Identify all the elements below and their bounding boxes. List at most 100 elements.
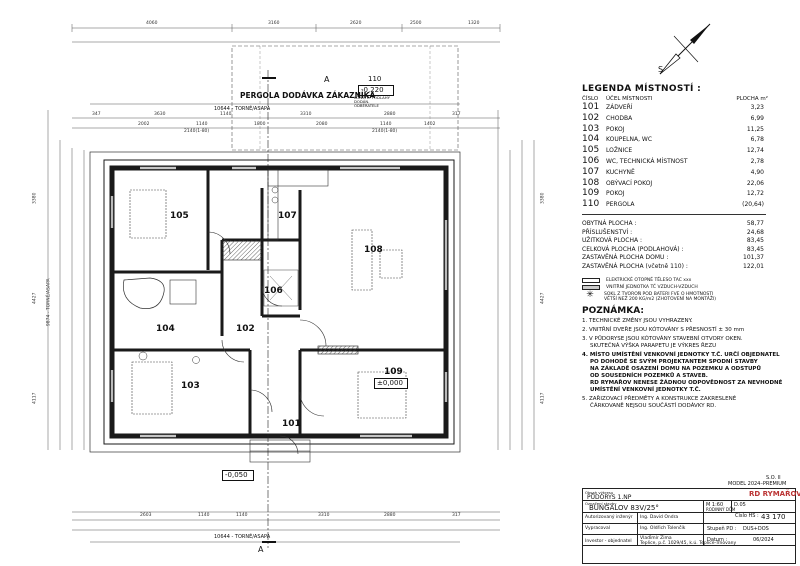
scale-value: M 1:60	[706, 502, 724, 508]
room-109: 109	[384, 367, 403, 377]
note-4: 4. MÍSTO UMÍSTĚNÍ VENKOVNÍ JEDNOTKY T.Č.…	[582, 351, 780, 358]
legend-col-num: ČÍSLO	[582, 96, 599, 102]
dim-bottom-2: 1140	[198, 513, 210, 518]
note-4d: OD SOUSEDNÍCH POZEMKŮ A STAVEB.	[590, 372, 708, 379]
notes-title: POZNÁMKA:	[582, 305, 644, 316]
note-1: 1. TECHNICKÉ ZMĚNY JSOU VYHRAZENY.	[582, 317, 693, 324]
investor-label: Investor - objednatel	[585, 539, 632, 544]
autor-label: Autorizovaný inženýr	[585, 515, 633, 520]
dim-top-5: 1320	[468, 21, 480, 26]
dim-bottom-3: 1140	[236, 513, 248, 518]
dim-left-2: 4427	[32, 292, 38, 304]
obsah-value: PŮDORYS 1.NP	[587, 494, 632, 501]
sum-row: UŽITKOVÁ PLOCHA :83,45	[582, 237, 764, 245]
note-3: 3. V PŮDORYSE JSOU KÓTOVÁNY STAVEBNÍ OTV…	[582, 335, 743, 342]
dim-row3-5: 1140	[380, 122, 392, 127]
legend-divider	[582, 213, 766, 220]
note-3b: SKUTEČNÁ VÝŠKA PARAPETU JE VÝKRES ŘEZU	[590, 342, 717, 349]
note-5b: ČÁRKOVANĚ NEJSOU SOUČÁSTÍ DODÁVKY RD.	[590, 402, 717, 409]
legend-col-area: PLOCHA m²	[736, 96, 768, 102]
datum-label: Datum :	[707, 537, 728, 543]
note-2: 2. VNITŘNÍ DVEŘE JSOU KÓTOVÁNY S PŘESNOS…	[582, 326, 745, 333]
entry-level-box: -0,050	[222, 470, 254, 481]
dim-right-3: 4117	[540, 392, 546, 404]
terrace-label-bottom: 10644 - TORNÉ/ASAPA	[214, 534, 271, 540]
dim-right-1: 3380	[540, 192, 546, 204]
legend-sums: OBYTNÁ PLOCHA :58,77 PŘÍSLUŠENSTVÍ :24,6…	[582, 220, 792, 272]
entry-level: -0,050	[225, 471, 248, 479]
dim-row2-1: 347	[92, 112, 101, 117]
dim-row3-4: 2080	[316, 122, 328, 127]
dim-right-2: 4427	[540, 292, 546, 304]
dim-sub-1: 2140(1-80)	[184, 129, 210, 134]
dim-row3-2: 1140	[196, 122, 208, 127]
room-101: 101	[282, 419, 301, 429]
room-106: 106	[264, 286, 283, 296]
symbol-legend: ELEKTRICKÉ OTOPNÉ TĚLESO TAC xxx VNITŘNÍ…	[582, 277, 792, 302]
dim-left-1: 3380	[32, 192, 38, 204]
investor-value: Vlaďimír Zima	[640, 536, 672, 541]
vypracoval-value: Ing. Oldřich Tolenčík	[640, 526, 686, 531]
room-104: 104	[156, 324, 175, 334]
stupen-label: Stupeň PD :	[707, 526, 737, 532]
investor-address: Teplice, p.č. 1029/45, k.ú. Teplice-Trno…	[640, 541, 737, 546]
sum-row: ZASTAVĚNÁ PLOCHA (včetně 110) :122,01	[582, 262, 764, 270]
pergola-level: -0,220	[361, 86, 384, 94]
terrace-label-top: 10644 - TORNÉ/ASAPA	[214, 106, 271, 112]
room-105: 105	[170, 211, 189, 221]
dim-left-total: 9874 - TORNÉ/ASAPA	[46, 278, 52, 327]
company-logo: RD RYMAŘOV	[749, 490, 800, 498]
dim-row3-3: 1800	[254, 122, 266, 127]
symbol-row: VNITŘNÍ JEDNOTKA TČ VZDUCH-VZDUCH	[582, 284, 792, 290]
dim-top-3: 2620	[350, 21, 362, 26]
stavba-value: BUNGALOV 83V/25°	[589, 504, 659, 512]
heater-icon	[582, 277, 600, 283]
dim-top-1: 4060	[146, 21, 158, 26]
dim-row3-1: 2002	[138, 122, 150, 127]
cislo-value: 43 170	[761, 513, 786, 521]
room-102: 102	[236, 324, 255, 334]
note-4e: RD RYMAŘOV NENESE ŽÁDNOU ODPOVĚDNOST ZA …	[590, 379, 783, 386]
datum-value: 06/2024	[753, 537, 774, 543]
pergola-level-box: -0,220	[358, 85, 394, 96]
note-5: 5. ZAŘIZOVACÍ PŘEDMĚTY A KONSTRUKCE ZAKR…	[582, 395, 737, 402]
note-4c: NA ZÁKLADĚ OSAZENÍ DOMU NA POZEMKU A ODS…	[590, 365, 761, 372]
stavba-label: Označení stavby	[585, 501, 617, 506]
dim-bottom-1: 2603	[140, 513, 152, 518]
sheet-value: D.05	[734, 502, 746, 508]
room-103: 103	[181, 381, 200, 391]
room-107: 107	[278, 211, 297, 221]
room-109-level-box: ±0,000	[374, 378, 408, 389]
room-legend: LEGENDA MÍSTNOSTÍ : ČÍSLO ÚČEL MÍSTNOSTI…	[582, 84, 792, 410]
title-block: Obsah výkresu PŮDORYS 1.NP Označení stav…	[582, 488, 800, 564]
compass-letter: S	[658, 65, 664, 74]
sum-row: ZASTAVĚNÁ PLOCHA DOMU :101,37	[582, 254, 764, 262]
obsah-label: Obsah výkresu	[585, 490, 614, 495]
dim-bottom-5: 2880	[384, 513, 396, 518]
autor-value: Ing. David Ondra	[640, 515, 679, 520]
cislo-label: Číslo HS :	[735, 513, 759, 519]
dim-top-2: 3160	[268, 21, 280, 26]
dim-row2-2: 3630	[154, 112, 166, 117]
asterisk-icon: ✳	[586, 289, 594, 300]
owner-short: RODINNÝ DŮM	[706, 507, 736, 512]
sum-row: PŘÍSLUŠENSTVÍ :24,68	[582, 228, 764, 236]
so-label: S.O. II	[766, 475, 781, 481]
stupen-value: DUS+DOS	[743, 526, 769, 532]
vypracoval-label: Vypracoval	[585, 526, 610, 531]
dim-row2-5: 2880	[384, 112, 396, 117]
dim-row3-6: 1402	[424, 122, 436, 127]
legend-title: LEGENDA MÍSTNOSTÍ :	[582, 84, 702, 94]
note-4b: PO DOHODĚ SE SVÝM PROJEKTANTEM SPODNÍ ST…	[590, 358, 758, 365]
dim-bottom-6: 317	[452, 513, 461, 518]
